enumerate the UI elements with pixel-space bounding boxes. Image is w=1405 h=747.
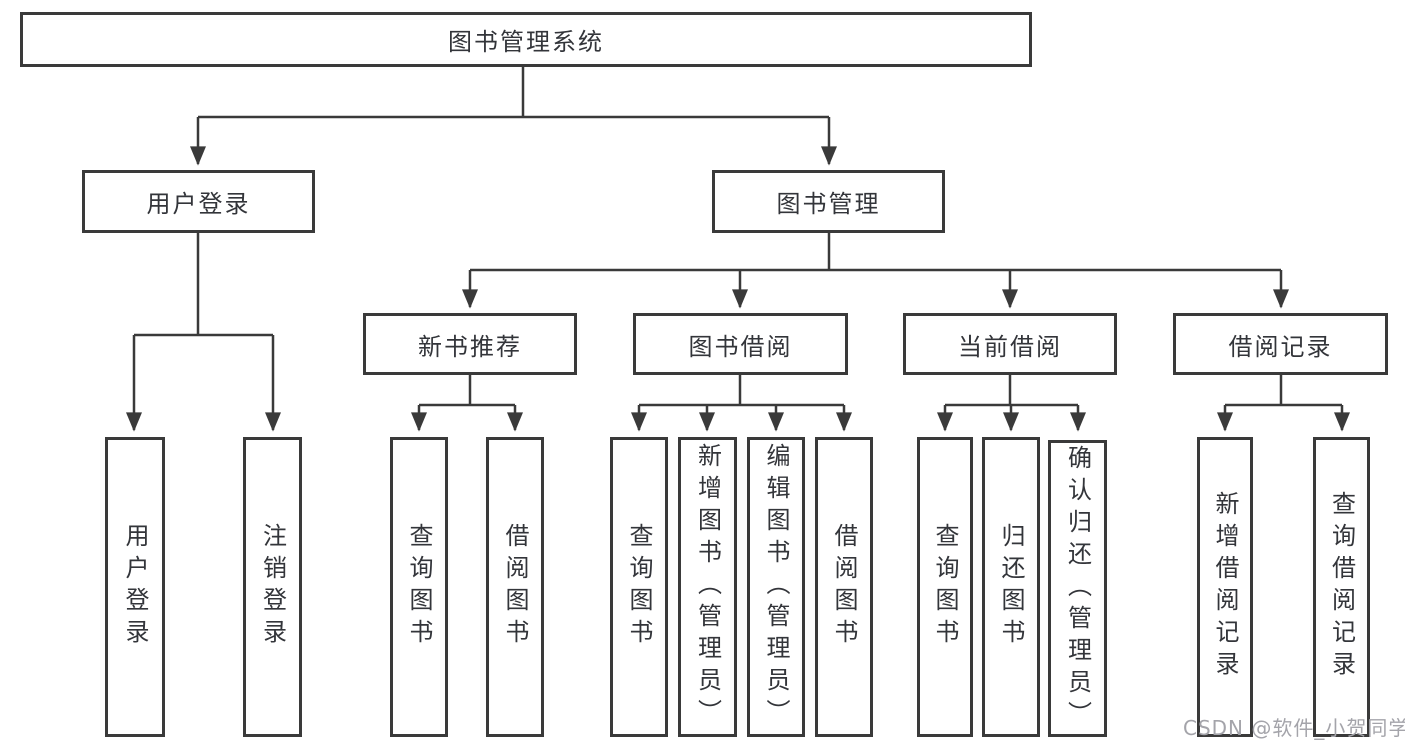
- node-label: 注销登录: [258, 523, 287, 651]
- leaf-bb-edit-books-admin: 编辑图书（管理员）: [747, 437, 805, 737]
- leaf-bb-borrow-books: 借阅图书: [815, 437, 873, 737]
- node-label: 图书借阅: [688, 332, 793, 361]
- node-book-borrow: 图书借阅: [633, 313, 848, 375]
- node-label: 查询图书: [931, 523, 959, 651]
- node-label: 查询借阅记录: [1327, 491, 1356, 683]
- node-label: 编辑图书（管理员）: [762, 443, 790, 731]
- node-label: 查询图书: [625, 523, 653, 651]
- node-label: 用户登录: [121, 523, 149, 651]
- node-label: 新增图书（管理员）: [693, 443, 722, 731]
- leaf-user-login: 用户登录: [105, 437, 165, 737]
- node-label: 用户登录: [146, 190, 251, 218]
- node-label: 新书推荐: [418, 332, 522, 361]
- node-new-book-recommend: 新书推荐: [363, 313, 577, 375]
- node-label: 当前借阅: [958, 332, 1062, 361]
- connector-segments: [134, 67, 1342, 407]
- arrowheads: [126, 117, 1350, 432]
- node-root: 图书管理系统: [20, 12, 1032, 67]
- leaf-br-add-record: 新增借阅记录: [1197, 437, 1253, 737]
- leaf-cb-return-books: 归还图书: [982, 437, 1040, 737]
- leaf-bb-add-books-admin: 新增图书（管理员）: [678, 437, 737, 737]
- node-label: 确认归还（管理员）: [1063, 444, 1092, 733]
- node-borrow-records: 借阅记录: [1173, 313, 1388, 375]
- leaf-br-query-record: 查询借阅记录: [1313, 437, 1370, 737]
- node-label: 新增借阅记录: [1211, 491, 1239, 683]
- node-label: 归还图书: [997, 523, 1025, 651]
- node-label: 借阅图书: [830, 523, 858, 651]
- leaf-nbr-borrow-books: 借阅图书: [486, 437, 544, 737]
- leaf-cb-query-books: 查询图书: [917, 437, 973, 737]
- leaf-logout: 注销登录: [243, 437, 302, 737]
- node-user-login-group: 用户登录: [82, 170, 315, 233]
- watermark: CSDN @软件_小贺同学: [1183, 716, 1405, 740]
- node-book-management-group: 图书管理: [712, 170, 945, 233]
- leaf-bb-query-books: 查询图书: [610, 437, 668, 737]
- leaf-cb-confirm-return-admin: 确认归还（管理员）: [1048, 440, 1107, 737]
- node-label: 查询图书: [405, 523, 433, 651]
- node-label: 图书管理: [776, 190, 881, 218]
- node-label: 借阅记录: [1228, 332, 1333, 361]
- leaf-nbr-query-books: 查询图书: [390, 437, 448, 737]
- node-label: 借阅图书: [501, 523, 529, 651]
- node-current-borrow: 当前借阅: [903, 313, 1117, 375]
- node-label: 图书管理系统: [448, 28, 604, 56]
